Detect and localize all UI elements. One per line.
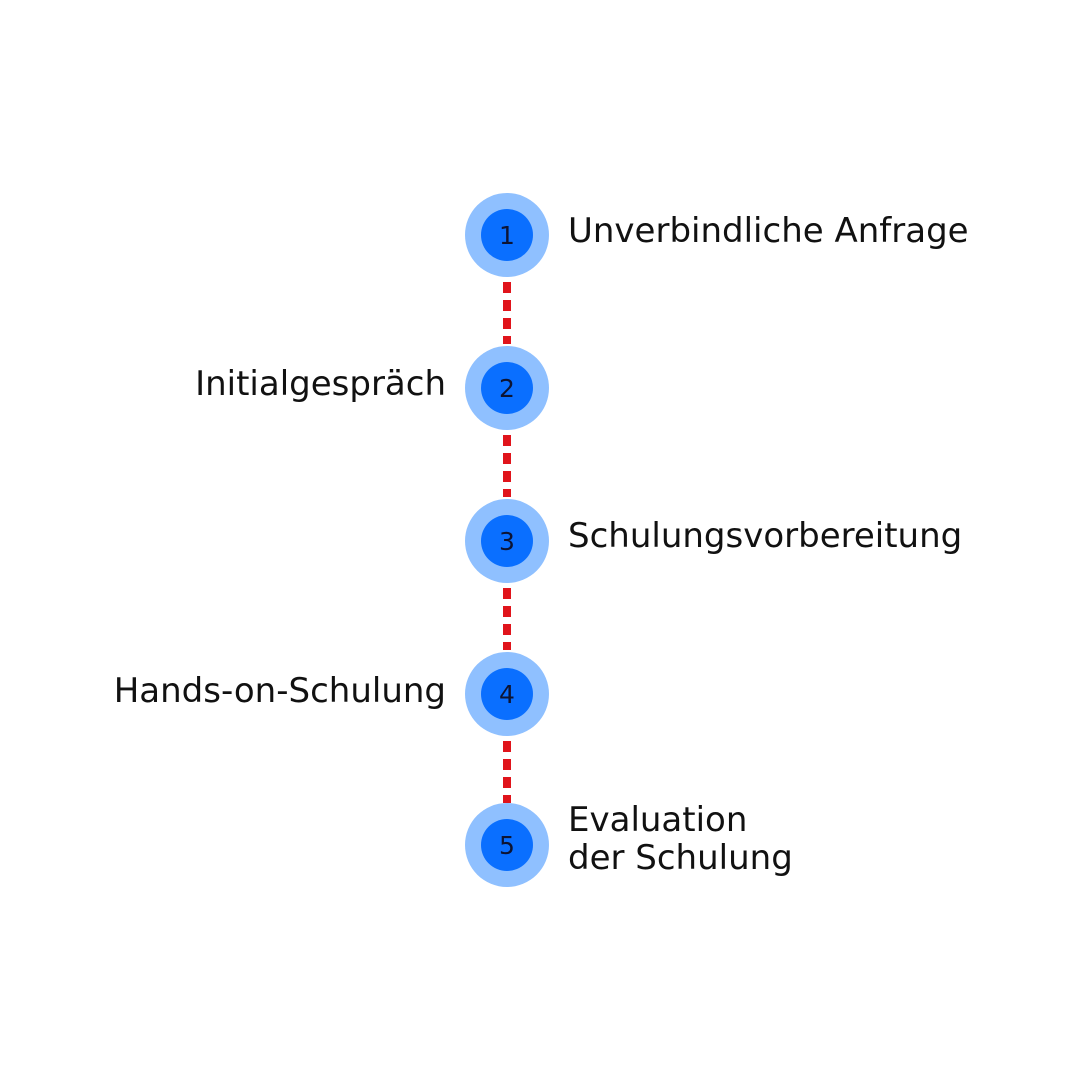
connector-4-5 [503,741,511,803]
step-node-1: 1 [465,193,549,277]
step-node-4: 4 [465,652,549,736]
step-label-4: Hands-on-Schulung [113,671,446,711]
step-number-4: 4 [481,668,533,720]
connector-1-2 [503,282,511,344]
step-number-5: 5 [481,819,533,871]
step-number-1: 1 [481,209,533,261]
step-label-5: Evaluation der Schulung [568,800,793,879]
step-node-3: 3 [465,499,549,583]
step-label-2: Initialgespräch [195,364,446,404]
step-number-3: 3 [481,515,533,567]
connector-3-4 [503,588,511,650]
step-label-1: Unverbindliche Anfrage [568,211,969,251]
step-node-5: 5 [465,803,549,887]
step-number-2: 2 [481,362,533,414]
connector-2-3 [503,435,511,497]
step-label-3: Schulungsvorbereitung [568,516,963,556]
step-node-2: 2 [465,346,549,430]
